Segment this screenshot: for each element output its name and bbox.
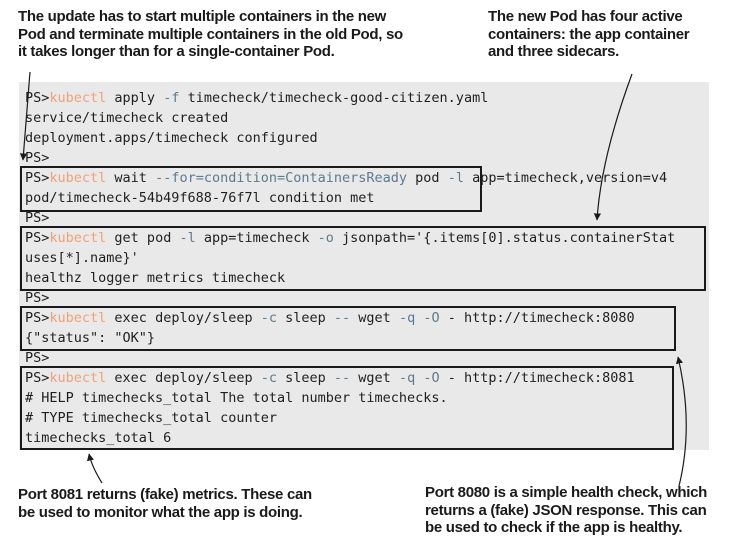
annotation-update-duration: The update has to start multiple contain…: [18, 8, 403, 61]
terminal-line: # TYPE timechecks_total counter: [25, 410, 277, 426]
terminal-line: pod/timecheck-54b49f688-76f7l condition …: [25, 190, 375, 206]
terminal-line: service/timecheck created: [25, 110, 229, 126]
annotation-line: be used to check if the app is healthy.: [425, 519, 683, 536]
annotation-line: it takes longer than for a single-contai…: [18, 43, 335, 60]
annotation-line: returns a (fake) JSON response. This can: [425, 501, 707, 519]
terminal-line: timechecks_total 6: [25, 430, 172, 446]
annotation-line: containers: the app container: [488, 25, 690, 43]
annotation-line: Port 8081 returns (fake) metrics. These …: [18, 486, 312, 503]
terminal-line: PS>: [25, 290, 50, 306]
terminal-line: healthz logger metrics timecheck: [25, 270, 286, 286]
annotation-line: and three sidecars.: [488, 43, 620, 60]
terminal-line: uses[*].name}': [25, 250, 139, 266]
terminal-line: PS>: [25, 150, 50, 166]
terminal-line: PS>kubectl get pod -l app=timecheck -o j…: [25, 230, 676, 246]
annotation-line: The update has to start multiple contain…: [18, 8, 387, 25]
annotation-port-8081-metrics: Port 8081 returns (fake) metrics. These …: [18, 486, 312, 521]
annotation-line: Pod and terminate multiple containers in…: [18, 25, 403, 43]
annotation-four-containers: The new Pod has four active containers: …: [488, 8, 690, 61]
annotation-line: The new Pod has four active: [488, 8, 683, 25]
terminal-line: PS>kubectl exec deploy/sleep -c sleep --…: [25, 310, 635, 326]
annotation-line: Port 8080 is a simple health check, whic…: [425, 484, 707, 501]
terminal-line: # HELP timechecks_total The total number…: [25, 390, 448, 406]
arrow-metrics-to-8081-box: [86, 453, 103, 484]
terminal-line: PS>: [25, 350, 50, 366]
annotation-port-8080-healthcheck: Port 8080 is a simple health check, whic…: [425, 484, 707, 537]
terminal-line: PS>kubectl apply -f timecheck/timecheck-…: [25, 90, 489, 106]
annotation-line: be used to monitor what the app is doing…: [18, 503, 303, 521]
terminal-line: PS>: [25, 210, 50, 226]
terminal-line: PS>kubectl wait --for=condition=Containe…: [25, 170, 668, 186]
terminal-line: deployment.apps/timecheck configured: [25, 130, 318, 146]
terminal-window: PS>kubectl apply -f timecheck/timecheck-…: [19, 82, 709, 450]
terminal-line: PS>kubectl exec deploy/sleep -c sleep --…: [25, 370, 635, 386]
terminal-line: {"status": "OK"}: [25, 330, 156, 346]
